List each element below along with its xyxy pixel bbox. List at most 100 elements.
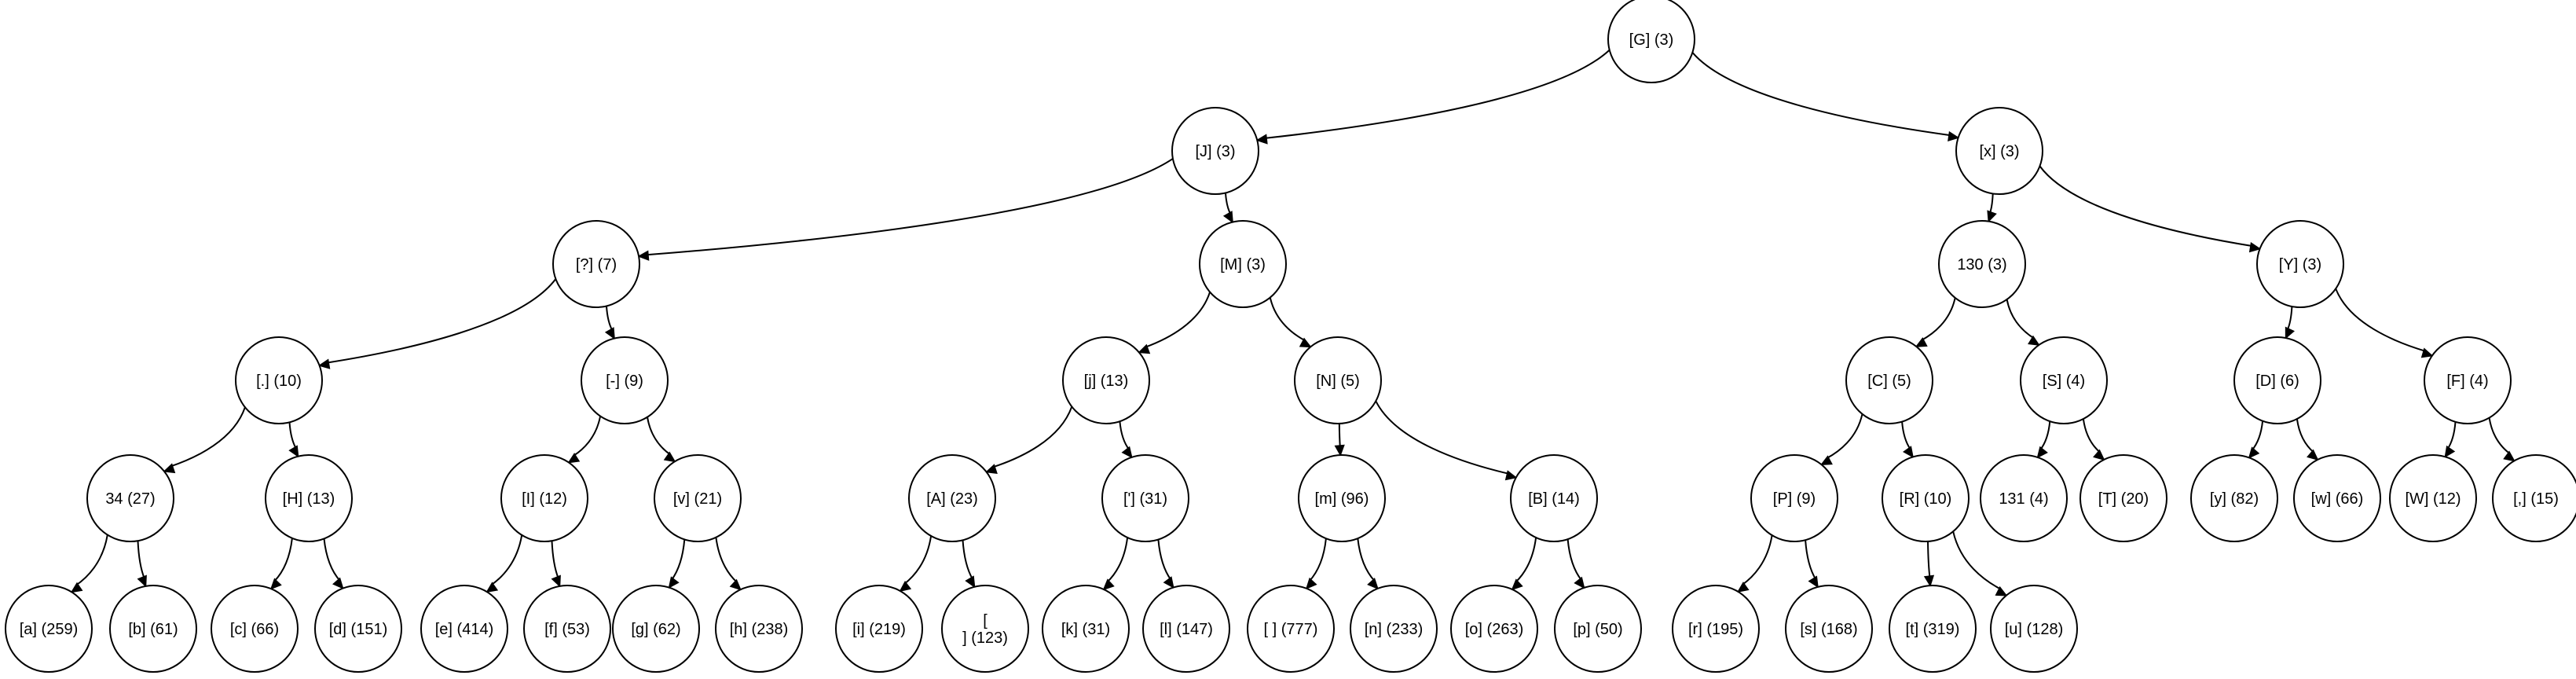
node-label: [-] (9) — [606, 373, 643, 390]
tree-edge-line — [1225, 193, 1232, 215]
node-circle — [500, 454, 588, 542]
arrowhead-icon — [1102, 578, 1115, 591]
node-label: [x] (3) — [1979, 143, 2019, 160]
node-label: [D] (6) — [2255, 373, 2299, 390]
arrowhead-icon — [1736, 582, 1750, 593]
arrowhead-icon — [899, 581, 912, 593]
arrowhead-icon — [269, 578, 282, 590]
tree-edge-S-n131 — [2036, 421, 2051, 459]
node-label: [I] (12) — [522, 490, 567, 508]
node-circle — [523, 585, 611, 673]
tree-edge-R-t — [1923, 541, 1935, 587]
node-label: [t] (319) — [1906, 621, 1960, 638]
node-label: [T] (20) — [2098, 490, 2149, 508]
tree-node-s: [s] (168) — [1785, 585, 1873, 673]
arrowhead-icon — [551, 574, 561, 588]
tree-edge-A-i — [899, 535, 933, 593]
node-label: [H] (13) — [283, 490, 335, 508]
node-label: [d] (151) — [329, 621, 387, 638]
tree-edge-line — [2296, 418, 2315, 453]
node-label: [N] (5) — [1316, 373, 1360, 390]
tree-edge-F-comma — [2488, 417, 2516, 462]
tree-node-x: [x] (3) — [1955, 107, 2043, 195]
tree-node-e: [e] (414) — [420, 585, 508, 673]
arrowhead-icon — [2028, 335, 2040, 346]
tree-node-N: [N] (5) — [1294, 336, 1382, 424]
tree-node-a: [a] (259) — [5, 585, 93, 673]
node-circle — [1062, 336, 1150, 424]
tree-edge-n130-C — [1915, 297, 1956, 347]
node-circle — [1938, 220, 2026, 308]
arrowhead-icon — [1138, 343, 1151, 354]
tree-edge-D-y — [2248, 420, 2264, 459]
tree-edge-J-M — [1222, 193, 1233, 224]
arrowhead-icon — [1987, 210, 1997, 223]
node-circle — [86, 454, 174, 542]
node-label: [R] (10) — [1900, 490, 1952, 508]
tree-edge-x-Y — [2039, 165, 2262, 253]
node-label: [J] (3) — [1195, 143, 1235, 160]
tree-edge-line — [1988, 193, 1994, 215]
arrowhead-icon — [2307, 449, 2319, 461]
node-circle — [908, 454, 996, 542]
tree-node-b: [b] (61) — [109, 585, 197, 673]
node-circle — [2424, 336, 2512, 424]
tree-node-k: [k] (31) — [1042, 585, 1130, 673]
node-circle — [235, 336, 323, 424]
tree-edge-Y-F — [2335, 288, 2434, 358]
tree-edge-line — [273, 538, 293, 582]
tree-node-J: [J] (3) — [1171, 107, 1259, 195]
tree-node-g: [g] (62) — [612, 585, 700, 673]
node-circle — [654, 454, 742, 542]
node-label: [m] (96) — [1315, 490, 1369, 508]
arrowhead-icon — [2036, 446, 2048, 459]
tree-edge-H-c — [269, 538, 293, 590]
node-circle — [1510, 454, 1598, 542]
node-label: [y] (82) — [2210, 490, 2259, 508]
tree-edge-line — [2286, 306, 2293, 331]
tree-edge-line — [75, 534, 108, 586]
tree-node-comma: [,] (15) — [2492, 454, 2576, 542]
arrowhead-icon — [1915, 337, 1928, 347]
tree-edge-M-N — [1269, 297, 1312, 348]
node-label: [W] (12) — [2405, 490, 2461, 508]
tree-edge-line — [1927, 541, 1931, 578]
tree-node-t: [t] (319) — [1889, 585, 1977, 673]
tree-edge-C-R — [1901, 421, 1914, 458]
tree-edge-line — [323, 538, 341, 582]
arrowhead-icon — [1948, 130, 1960, 142]
arrowhead-icon — [163, 463, 176, 474]
tree-edge-dot-n34 — [163, 406, 246, 474]
arrowhead-icon — [604, 327, 615, 340]
tree-edge-q-dash — [604, 306, 615, 340]
tree-edge-line — [992, 406, 1073, 468]
arrowhead-icon — [663, 451, 676, 463]
tree-edge-m-sp — [1305, 538, 1327, 590]
node-label: [f] (53) — [544, 621, 590, 638]
tree-edge-line — [1269, 297, 1306, 342]
node-circle — [612, 585, 700, 673]
arrowhead-icon — [2503, 450, 2516, 462]
tree-edge-line — [326, 278, 557, 364]
tree-edge-line — [2006, 299, 2036, 340]
arrowhead-icon — [2420, 347, 2434, 358]
tree-node-R: [R] (10) — [1882, 454, 1970, 542]
tree-node-C: [C] (5) — [1845, 336, 1933, 424]
arrowhead-icon — [1511, 578, 1523, 591]
tree-edge-G-J — [1255, 49, 1610, 145]
node-circle — [552, 220, 640, 308]
tree-edge-m-nn — [1357, 538, 1379, 590]
tree-edge-line — [2082, 418, 2101, 453]
tree-node-y: [y] (82) — [2190, 454, 2278, 542]
arrowhead-icon — [1305, 577, 1317, 590]
node-label: [C] (5) — [1867, 373, 1911, 390]
node-circle — [2389, 454, 2477, 542]
tree-edge-line — [606, 306, 614, 332]
tree-edge-J-q — [637, 158, 1174, 261]
tree-edge-line — [170, 406, 246, 468]
tree-edge-line — [2446, 421, 2457, 450]
tree-edge-dash-v — [647, 417, 676, 463]
node-label: [P] (9) — [1773, 490, 1816, 508]
node-circle — [2256, 220, 2344, 308]
tree-node-n131: 131 (4) — [1980, 454, 2068, 542]
